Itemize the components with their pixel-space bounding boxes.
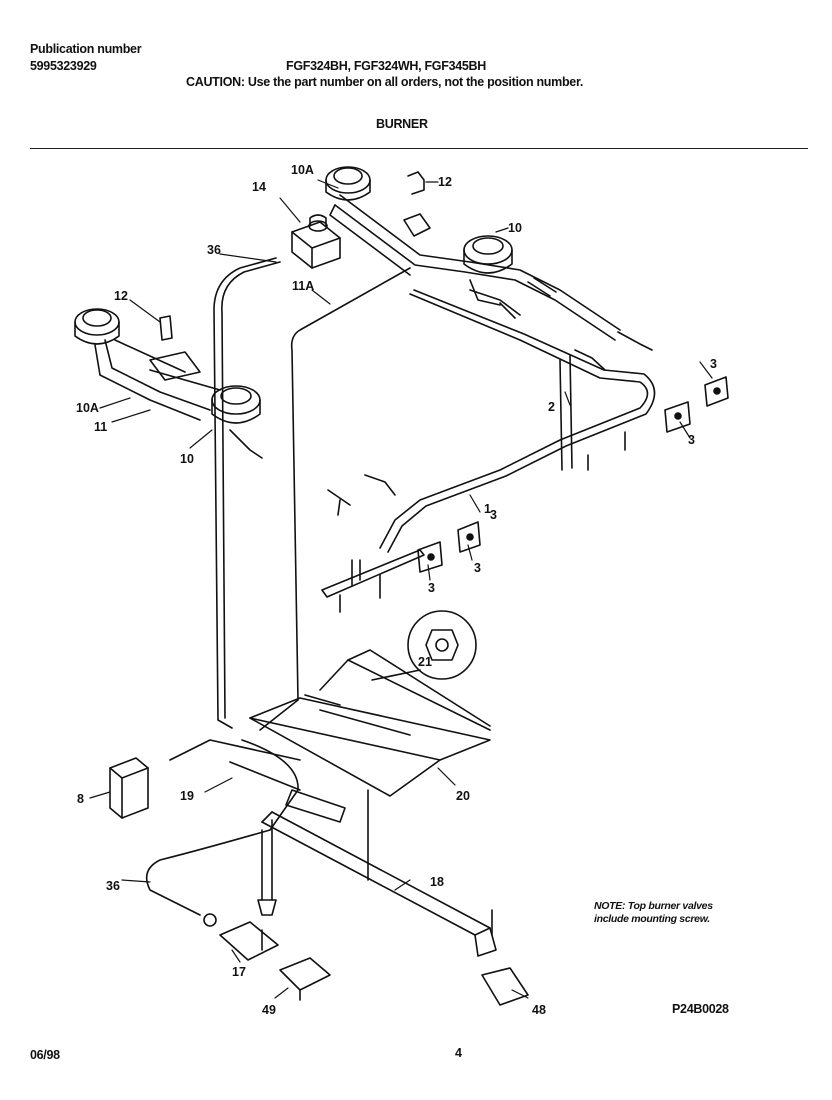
- burner-valve-left: [327, 474, 396, 516]
- callout-36: 36: [106, 879, 120, 893]
- callout-3: 3: [688, 433, 695, 447]
- valve-clip-3-c: [664, 401, 691, 433]
- valve-note: NOTE: Top burner valves include mounting…: [594, 900, 713, 926]
- caution-text: CAUTION: Use the part number on all orde…: [186, 75, 583, 89]
- gas-line-36: [213, 257, 281, 729]
- leader-lines: [89, 179, 713, 999]
- lower-gas-line: [145, 739, 301, 916]
- callout-labels: 1 2 3 3 3 3 3 8 10 10 10A 10A 11 11A 12 …: [76, 163, 717, 1017]
- valve-clip-3-a: [417, 541, 443, 573]
- callout-17: 17: [232, 965, 246, 979]
- safety-valve-14: [291, 214, 341, 269]
- note-line-1: NOTE: Top burner valves: [594, 900, 713, 912]
- burner-bracket-12-front: [149, 315, 201, 381]
- note-line-2: include mounting screw.: [594, 913, 710, 925]
- callout-10: 10: [180, 452, 194, 466]
- thermostat-8: [109, 757, 149, 819]
- publication-number: 5995323929: [30, 59, 97, 73]
- callout-36: 36: [207, 243, 221, 257]
- callout-3: 3: [490, 508, 497, 522]
- front-left-burner-head: [74, 308, 120, 345]
- igniter-19: [229, 761, 346, 823]
- callout-12: 12: [438, 175, 452, 189]
- orifice-fitting-rear: [499, 277, 557, 319]
- callout-21: 21: [418, 655, 432, 669]
- model-numbers: FGF324BH, FGF324WH, FGF345BH: [286, 59, 486, 73]
- section-title: BURNER: [376, 117, 428, 131]
- callout-18: 18: [430, 875, 444, 889]
- bracket-2-brace: [559, 354, 573, 471]
- callout-1: 1: [484, 502, 491, 516]
- header-divider: [30, 148, 808, 149]
- manifold-bracket: [321, 549, 425, 598]
- callout-2: 2: [548, 400, 555, 414]
- burner-support-rod: [257, 819, 277, 916]
- callout-14: 14: [252, 180, 266, 194]
- manifold-pipe-1: [379, 289, 656, 553]
- callout-3: 3: [710, 357, 717, 371]
- callout-20: 20: [456, 789, 470, 803]
- callout-3: 3: [474, 561, 481, 575]
- publication-label: Publication number: [30, 42, 142, 56]
- page-number: 4: [455, 1046, 462, 1060]
- publication-date: 06/98: [30, 1048, 60, 1062]
- callout-48: 48: [532, 1003, 546, 1017]
- burner-bracket-12-rear: [403, 171, 431, 237]
- rear-burner-tube-assembly: [329, 194, 621, 341]
- bracket-48: [481, 909, 529, 1006]
- callout-10A: 10A: [76, 401, 99, 415]
- regulator-17: [203, 913, 279, 961]
- rear-right-burner-head: [463, 235, 513, 306]
- thermocouple-line-11A: [259, 267, 411, 731]
- callout-49: 49: [262, 1003, 276, 1017]
- valve-clip-3-b: [457, 521, 481, 553]
- callout-11: 11: [94, 420, 107, 434]
- callout-10: 10: [508, 221, 522, 235]
- mounting-screws: [339, 431, 626, 613]
- oven-burner-tube-18: [261, 789, 497, 957]
- front-burner-tube-assembly: [94, 339, 221, 421]
- nut-21: [371, 610, 477, 681]
- callout-3: 3: [428, 581, 435, 595]
- callout-12: 12: [114, 289, 128, 303]
- callout-8: 8: [77, 792, 84, 806]
- callout-10A: 10A: [291, 163, 314, 177]
- callout-19: 19: [180, 789, 194, 803]
- valve-clip-3-d: [704, 376, 729, 407]
- front-right-burner-head: [211, 385, 263, 459]
- burner-valve-right: [574, 331, 653, 371]
- callout-11A: 11A: [292, 279, 314, 293]
- rear-left-burner-head: [325, 166, 371, 201]
- bracket-49: [279, 957, 331, 1001]
- drawing-id: P24B0028: [672, 1002, 729, 1016]
- oven-bottom-tray-20: [249, 649, 491, 797]
